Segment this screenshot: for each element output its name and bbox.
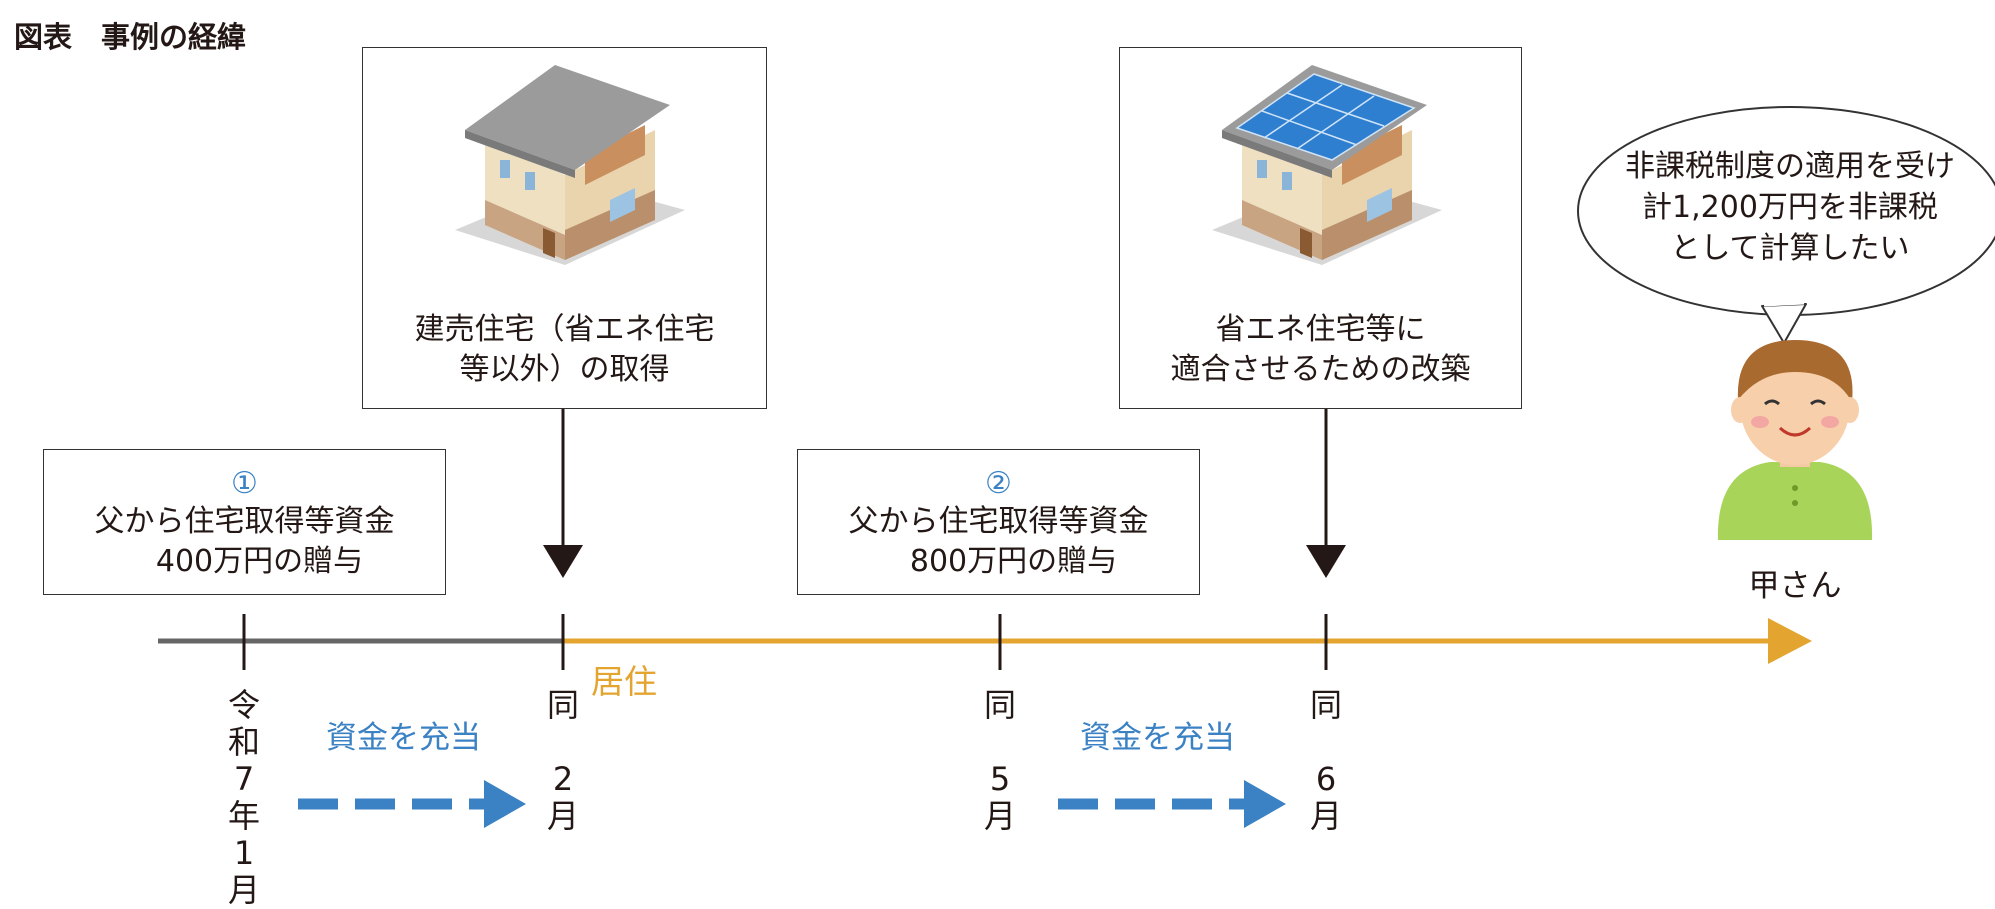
renovation-box: 省エネ住宅等に 適合させるための改築 [1119,47,1522,409]
tick-label-3: 同 5 月 [983,686,1016,835]
fund-label-2: 資金を充当 [1080,720,1235,756]
event-arrow-2-head [1306,545,1346,578]
fund-label-1: 資金を充当 [326,720,481,756]
diagram-title: 図表 事例の経緯 [14,20,247,54]
house-purchase-box: 建売住宅（省エネ住宅 等以外）の取得 [362,47,767,409]
timeline-arrow-head [1768,618,1812,664]
gift-text-2: 父から住宅取得等資金 800万円の贈与 [848,504,1149,579]
speech-text: 非課税制度の適用を受け 計1,200万円を非課税 として計算したい [1625,149,1955,266]
person-name: 甲さん [1748,568,1842,604]
solar-panel-icon [1235,73,1416,161]
gift-number-1: ① [231,466,258,501]
fund-arrow-2-head [1244,780,1286,828]
tick-label-2: 同 2 月 [546,686,579,835]
event-arrow-1-head [543,545,583,578]
gift-box-2: ② 父から住宅取得等資金 800万円の贈与 [797,449,1200,595]
tick-label-1: 令 和 7 年 1 月 [227,686,260,909]
house-purchase-label: 建売住宅（省エネ住宅 等以外）の取得 [414,312,715,387]
renovation-label: 省エネ住宅等に 適合させるための改築 [1170,312,1471,387]
gift-text-1: 父から住宅取得等資金 400万円の贈与 [94,504,395,579]
fund-arrow-1-head [484,780,526,828]
residence-label: 居住 [591,662,657,701]
person-icon [1717,340,1873,540]
house-illustration [455,65,685,265]
gift-number-2: ② [985,466,1012,501]
solar-house-illustration [1212,65,1442,265]
tick-label-4: 同 6 月 [1309,686,1342,835]
gift-box-1: ① 父から住宅取得等資金 400万円の贈与 [43,449,446,595]
